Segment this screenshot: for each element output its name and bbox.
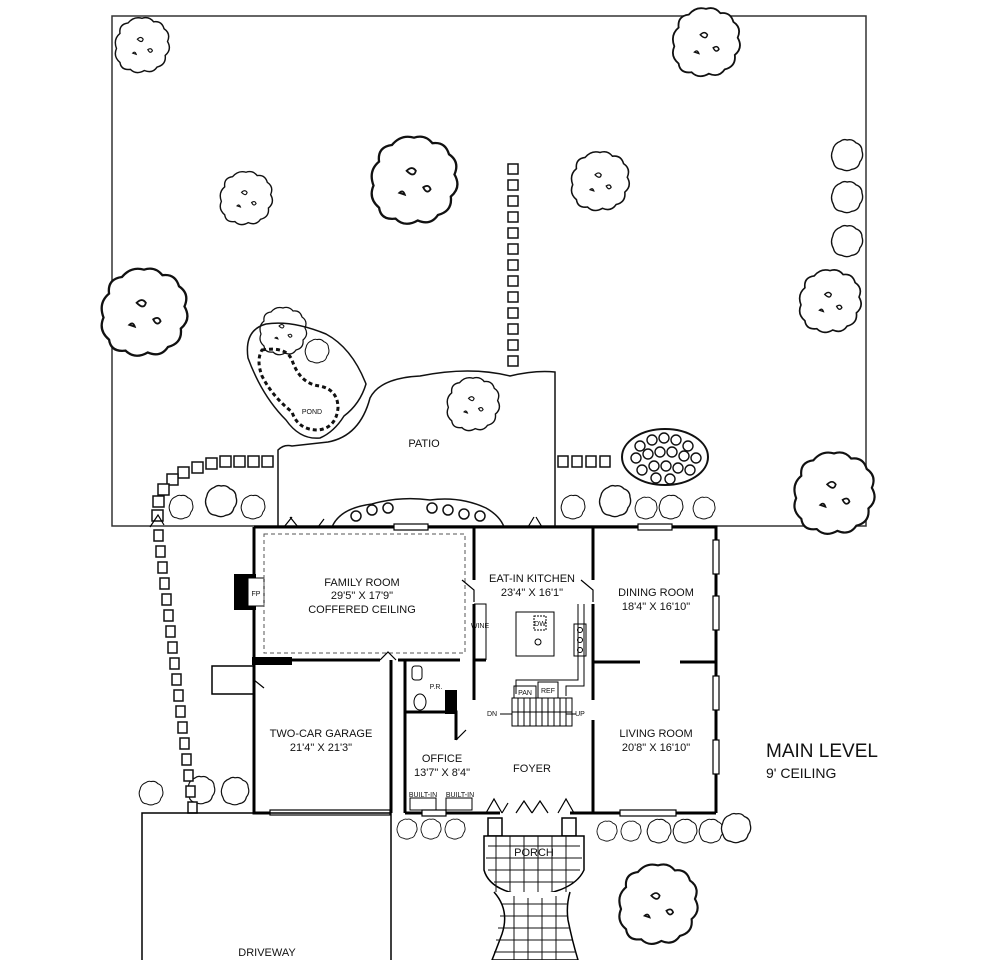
powder-room-fixtures bbox=[411, 665, 427, 711]
lot-boundary bbox=[111, 15, 867, 527]
windows bbox=[269, 523, 720, 817]
patio-outline bbox=[277, 370, 556, 527]
planting-bed-shrubs bbox=[350, 502, 486, 522]
stepping-stones-left bbox=[151, 455, 274, 814]
powder-room-fixture bbox=[445, 690, 457, 714]
planting-bed bbox=[331, 497, 505, 528]
family-room-size: 29'5" X 17'9" bbox=[331, 590, 393, 602]
patio-label: PATIO bbox=[408, 438, 440, 450]
foyer-label: FOYER bbox=[513, 763, 551, 775]
porch-columns bbox=[487, 817, 577, 837]
stairs-down-label: DN bbox=[487, 711, 497, 718]
garage-name: TWO-CAR GARAGE bbox=[270, 728, 373, 740]
kitchen-fixtures bbox=[474, 603, 587, 699]
living-room-size: 20'8" X 16'10" bbox=[622, 742, 690, 754]
kitchen-island bbox=[515, 611, 555, 657]
porch-label: PORCH bbox=[514, 847, 554, 859]
fireplace-label: FP bbox=[252, 591, 261, 598]
living-room-name: LIVING ROOM bbox=[619, 728, 692, 740]
wall-solid bbox=[252, 657, 292, 665]
garage-side-shed bbox=[211, 665, 254, 695]
stepping-stones-right bbox=[557, 455, 611, 468]
house-walls bbox=[252, 525, 718, 815]
pond-stones bbox=[257, 347, 340, 432]
office-size: 13'7" X 8'4" bbox=[414, 767, 470, 779]
office-name: OFFICE bbox=[422, 753, 462, 765]
tree-icon bbox=[100, 7, 876, 946]
kitchen-counter bbox=[474, 603, 585, 696]
driveway-outline bbox=[141, 812, 392, 960]
family-room-note: COFFERED CEILING bbox=[308, 604, 416, 616]
builtin-right-label: BUILT-IN bbox=[446, 792, 474, 799]
staircase bbox=[500, 697, 576, 727]
office-builtins bbox=[409, 797, 473, 811]
refrigerator-label: REF bbox=[541, 688, 555, 695]
porch-outline bbox=[483, 835, 585, 897]
family-room-name: FAMILY ROOM bbox=[324, 577, 399, 589]
wine-label: WINE bbox=[471, 623, 490, 630]
doors bbox=[149, 513, 594, 814]
builtin-left-label: BUILT-IN bbox=[409, 792, 437, 799]
driveway-label: DRIVEWAY bbox=[238, 947, 296, 959]
stepping-stones-center bbox=[507, 163, 519, 367]
shrub-icon bbox=[138, 138, 864, 844]
plan-title: MAIN LEVEL bbox=[766, 741, 878, 762]
dishwasher-label: DW bbox=[534, 621, 546, 628]
pantry-label: PAN bbox=[518, 690, 532, 697]
kitchen-size: 23'4" X 16'1" bbox=[501, 587, 563, 599]
cooktop bbox=[573, 623, 587, 657]
porch-paving bbox=[486, 836, 582, 896]
dining-room-size: 18'4" X 16'10" bbox=[622, 601, 690, 613]
ceiling-height: 9' CEILING bbox=[766, 765, 836, 781]
garage-size: 21'4" X 21'3" bbox=[290, 742, 352, 754]
stairs-up-label: UP bbox=[575, 711, 585, 718]
rock-garden-stones bbox=[630, 432, 702, 485]
dining-room-name: DINING ROOM bbox=[618, 587, 694, 599]
pond-label: POND bbox=[302, 409, 322, 416]
front-walkway bbox=[491, 891, 579, 960]
dishwasher-outline bbox=[533, 615, 547, 631]
coffered-ceiling bbox=[263, 533, 466, 654]
powder-room-label: P.R. bbox=[430, 684, 443, 691]
sink bbox=[534, 638, 542, 646]
walkway-paving bbox=[494, 896, 576, 960]
pond-garden bbox=[246, 322, 367, 439]
kitchen-name: EAT-IN KITCHEN bbox=[489, 573, 575, 585]
